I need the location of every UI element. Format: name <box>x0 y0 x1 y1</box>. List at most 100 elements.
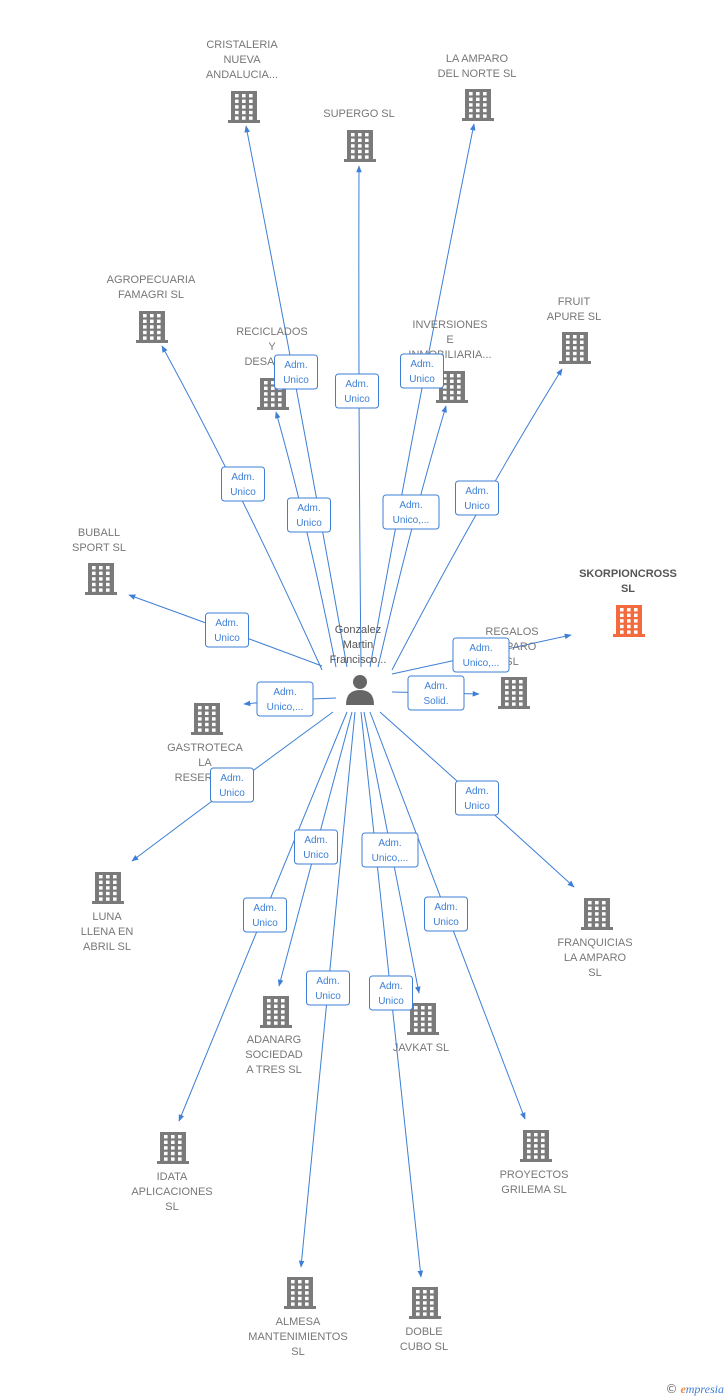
edge-label-franquicias[interactable]: Adm.Unico <box>455 780 499 816</box>
edge-label-line: Unico <box>378 996 404 1007</box>
building-icon <box>85 563 117 595</box>
edge-label-fruit-apure[interactable]: Adm. Unico <box>455 480 499 516</box>
building-icon <box>559 332 591 364</box>
edge-label-line: Unico <box>433 917 459 928</box>
company-name-line: NUEVA <box>223 54 261 66</box>
edge-label-buball[interactable]: Adm.Unico <box>205 612 249 648</box>
edge-label-line: Adm. <box>378 838 401 849</box>
brand-name: mpresia <box>685 1382 724 1396</box>
company-node-proyectos[interactable]: PROYECTOS GRILEMA SL <box>500 1130 569 1196</box>
edge-label-amparo-norte[interactable]: Adm.Unico <box>400 353 444 389</box>
company-name-line: E <box>446 334 453 346</box>
edge-label-reciclados[interactable]: Adm. Unico <box>287 497 331 533</box>
edge-label-line: Adm. <box>424 681 447 692</box>
edge-label-line: Unico,... <box>372 853 409 864</box>
company-name-line: CRISTALERIA <box>206 39 278 51</box>
edge-line-supergo <box>356 165 362 668</box>
edge-label-idata[interactable]: Adm.Unico <box>243 897 287 933</box>
company-name-line: A TRES SL <box>246 1064 301 1076</box>
edge-label-inversiones[interactable]: Adm.Unico,... <box>382 494 440 530</box>
empresia-footer[interactable]: © empresia <box>665 1382 724 1397</box>
company-name-line: DOBLE <box>405 1326 442 1338</box>
building-icon <box>613 605 645 637</box>
company-name-line: MANTENIMIENTOS <box>248 1331 347 1343</box>
edge-label-javkat[interactable]: Adm. Unico,... <box>361 832 419 868</box>
company-node-skorpioncross[interactable]: SKORPIONCROSS SL <box>579 568 677 637</box>
company-name-line: INVERSIONES <box>412 319 487 331</box>
edge-label-luna-llena[interactable]: Adm.Unico <box>210 767 254 803</box>
brand-initial: e <box>680 1382 686 1396</box>
building-icon <box>228 91 260 123</box>
company-name-line: AGROPECUARIA <box>107 274 196 286</box>
edge-label-line: Adm. <box>469 643 492 654</box>
company-name-line: SOCIEDAD <box>245 1049 303 1061</box>
company-name-line: BUBALL <box>78 527 120 539</box>
company-name-line: PROYECTOS <box>500 1169 569 1181</box>
copyright-symbol: © <box>665 1382 678 1396</box>
edge-line-reciclados <box>275 411 337 668</box>
center-person[interactable]: GonzalezMartinFrancisco... <box>330 624 387 705</box>
company-name-line: SL <box>621 583 635 595</box>
nodes-layer: CRISTALERIA NUEVA ANDALUCIA... LA AMPARODEL… <box>72 39 677 1358</box>
edge-label-line: Unico <box>296 518 322 529</box>
edge-label-line: Adm. <box>220 773 243 784</box>
edge-label-almesa[interactable]: Adm.Unico <box>306 970 350 1006</box>
company-node-adanarg[interactable]: ADANARG SOCIEDAD A TRES SL <box>245 996 303 1076</box>
building-icon <box>157 1132 189 1164</box>
edge-label-line: Unico <box>230 487 256 498</box>
edge-label-line: Adm. <box>253 903 276 914</box>
building-icon <box>284 1277 316 1309</box>
company-name-line: SKORPIONCROSS <box>579 568 677 580</box>
company-name-line: LA <box>198 757 212 769</box>
edge-label-line: Adm. <box>379 981 402 992</box>
edge-label-line: Adm. <box>345 379 368 390</box>
company-name-line: APLICACIONES <box>131 1186 212 1198</box>
edge-label-doble-cubo[interactable]: Adm. Unico <box>369 975 413 1011</box>
edge-label-proyectos[interactable]: Adm.Unico <box>424 896 468 932</box>
edge-label-adanarg[interactable]: Adm.Unico <box>294 829 338 865</box>
edge-label-line: Adm. <box>465 486 488 497</box>
edge-label-line: Unico <box>464 501 490 512</box>
building-icon <box>407 1003 439 1035</box>
company-name-line: SL <box>291 1346 304 1358</box>
edge-label-skorpioncross[interactable]: Adm. Unico,... <box>452 637 510 673</box>
building-icon <box>409 1287 441 1319</box>
edge-label-line: Adm. <box>399 500 422 511</box>
edge-label-gastroteca[interactable]: Adm.Unico,... <box>256 681 314 717</box>
person-name-line: Martin <box>343 639 374 651</box>
company-node-cristaleria[interactable]: CRISTALERIA NUEVA ANDALUCIA... <box>206 39 278 123</box>
company-name-line: LUNA <box>92 911 122 923</box>
edge-label-line: Adm. <box>297 503 320 514</box>
company-name-line: GASTROTECA <box>167 742 243 754</box>
company-name-line: LLENA EN <box>81 926 134 938</box>
company-name-line: JAVKAT SL <box>393 1042 449 1054</box>
edge-label-agropecuaria[interactable]: Adm.Unico <box>221 466 265 502</box>
company-name-line: SL <box>588 967 601 979</box>
edge-line-inversiones <box>377 405 447 668</box>
edge-label-supergo[interactable]: Adm.Unico <box>335 373 379 409</box>
company-name-line: ADANARG <box>247 1034 301 1046</box>
company-node-supergo[interactable]: SUPERGO SL <box>323 108 395 162</box>
edge-label-line: Unico <box>283 375 309 386</box>
company-name-line: REGALOS <box>485 626 538 638</box>
company-node-inversiones[interactable]: INVERSIONESEINMOBILIARIA... <box>408 319 492 403</box>
company-node-javkat[interactable]: JAVKAT SL <box>393 1003 449 1054</box>
edge-label-regalos[interactable]: Adm.Solid. <box>407 675 465 711</box>
company-name-line: GRILEMA SL <box>501 1184 566 1196</box>
building-icon <box>92 872 124 904</box>
edge-label-line: Adm. <box>410 359 433 370</box>
company-name-line: ANDALUCIA... <box>206 69 278 81</box>
edge-label-cristaleria[interactable]: Adm.Unico <box>274 354 318 390</box>
company-name-line: IDATA <box>157 1171 188 1183</box>
edge-label-line: Unico,... <box>463 658 500 669</box>
